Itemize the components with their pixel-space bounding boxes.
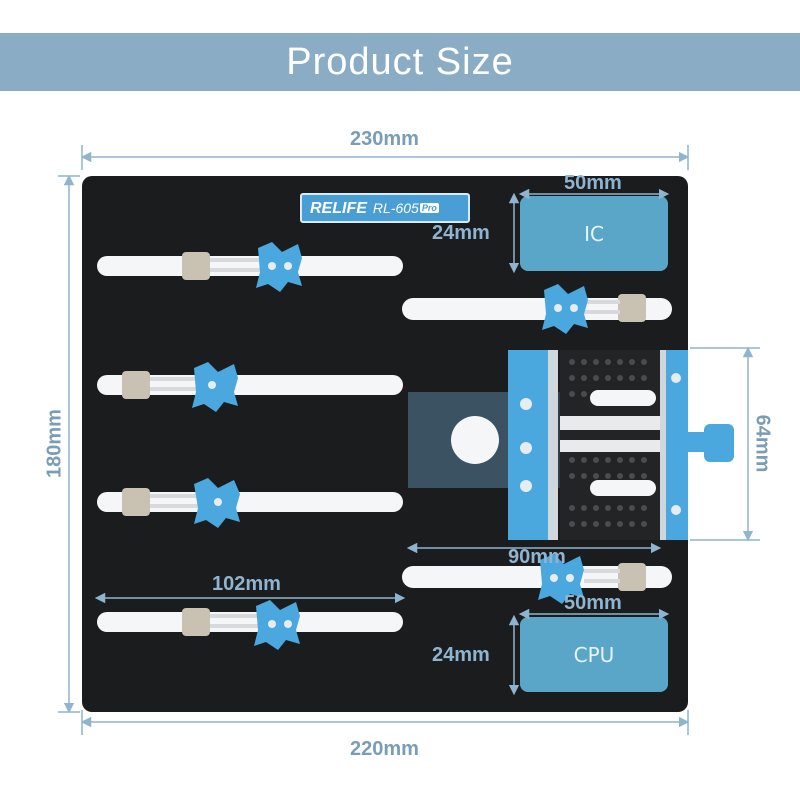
- left-height-label: 180mm: [43, 409, 66, 478]
- clamp-width-label: 90mm: [508, 546, 566, 568]
- brand-name: RELIFE: [310, 200, 367, 217]
- ic-pad: [520, 196, 668, 271]
- cpu-height-label: 24mm: [432, 644, 490, 666]
- ic-height-label: 24mm: [432, 222, 490, 244]
- ic-pad-label: IC: [584, 222, 604, 246]
- dimension-lines: [58, 145, 760, 735]
- brand-model: RL-605: [372, 200, 419, 216]
- bottom-width-label: 220mm: [350, 738, 419, 760]
- cpu-pad: [520, 617, 668, 692]
- brand-badge: Pro: [419, 203, 439, 213]
- slot-width-label: 102mm: [212, 573, 281, 595]
- banner-title: Product Size: [0, 33, 800, 91]
- slider-clamps: [122, 242, 646, 650]
- clamp-height-label: 64mm: [751, 414, 774, 473]
- cpu-pad-label: CPU: [573, 643, 615, 667]
- slots: [97, 256, 672, 632]
- cpu-width-label: 50mm: [564, 592, 622, 614]
- top-width-label: 230mm: [350, 128, 419, 150]
- ic-width-label: 50mm: [564, 172, 622, 194]
- clamp-area: [408, 350, 734, 540]
